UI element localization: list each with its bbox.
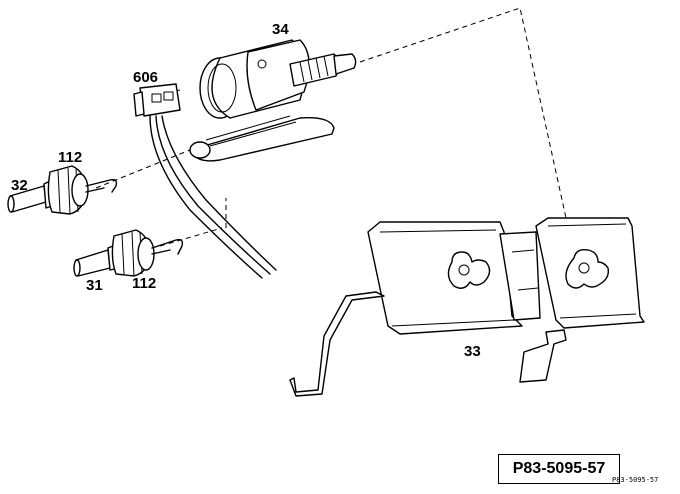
connector-606 xyxy=(133,83,277,279)
label-31: 31 xyxy=(86,277,103,294)
label-33: 33 xyxy=(464,343,481,360)
part-labels: 34 606 112 32 31 112 33 xyxy=(11,21,481,360)
reference-code-box: P83-5095-57 xyxy=(498,454,620,484)
reference-code-small: P83-5095-57 xyxy=(612,476,659,484)
fitting-112-bottom xyxy=(73,229,184,277)
label-112-bottom: 112 xyxy=(132,275,156,292)
bracket-33 xyxy=(289,217,645,397)
solenoid-valve-34 xyxy=(189,39,357,162)
label-32: 32 xyxy=(11,177,28,194)
label-34: 34 xyxy=(272,21,289,38)
fitting-112-top xyxy=(7,165,118,215)
label-606: 606 xyxy=(133,69,158,86)
label-112-top: 112 xyxy=(58,149,82,166)
